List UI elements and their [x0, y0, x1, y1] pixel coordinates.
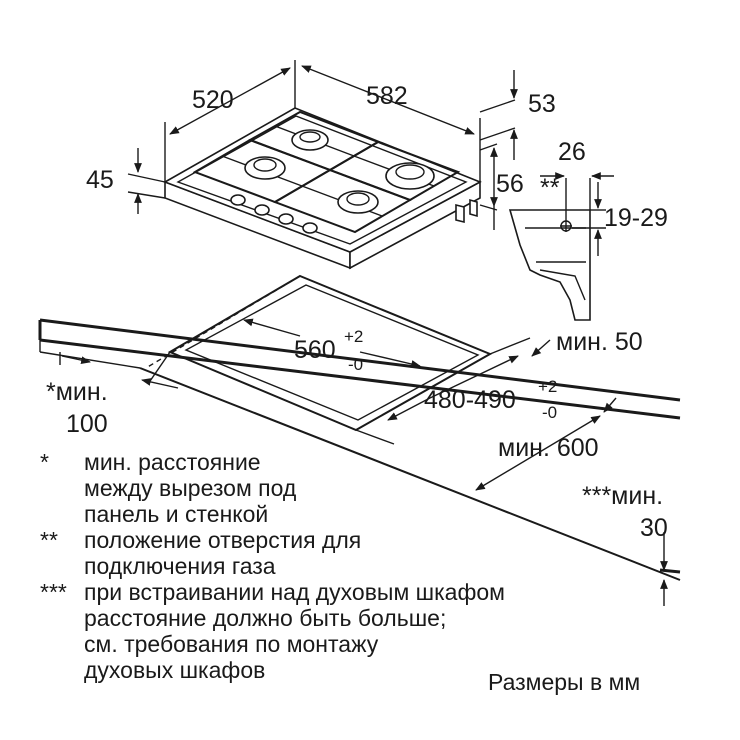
dim-min-100-line2: 100 [66, 410, 108, 438]
dim-min-30-line1: ***мин. [582, 482, 663, 510]
note-1-line-1: мин. расстояние [84, 449, 261, 475]
note-3-mark: *** [40, 579, 67, 605]
cutout-dimension-lines [59, 318, 668, 606]
note-3-line-3: см. требования по монтажу [84, 631, 379, 657]
hob-dimension-lines [127, 60, 518, 230]
dim-height-45: 45 [86, 166, 114, 194]
burner-back-right [385, 162, 435, 190]
burner-back-left [291, 129, 329, 151]
dim-gas-range: 19-29 [604, 204, 668, 232]
dim-depth-53: 53 [528, 90, 556, 118]
dim-width-520: 520 [192, 86, 234, 114]
gas-hob [163, 107, 482, 270]
dim-cutout-depth-tol-minus: -0 [542, 403, 557, 422]
note-3-line-2: расстояние должно быть больше; [84, 605, 446, 631]
dim-cutout-width-value: 560 [294, 336, 336, 364]
dim-width-582: 582 [366, 82, 408, 110]
units-label: Размеры в мм [488, 669, 640, 695]
dim-min-600: мин. 600 [498, 434, 599, 462]
dim-min-100-line1: *мин. [46, 378, 108, 406]
note-1-mark: * [40, 449, 49, 475]
dim-cutout-width-tol-minus: -0 [348, 355, 363, 374]
note-1-line-3: панель и стенкой [84, 501, 268, 527]
note-1-line-2: между вырезом под [84, 475, 297, 501]
dim-cutout-width: 560 +2 -0 [294, 327, 363, 374]
dim-gas-56: 56 [496, 170, 524, 198]
dim-gas-marker: ** [540, 174, 560, 202]
note-2-mark: ** [40, 527, 58, 553]
note-2-line-1: положение отверстия для [84, 527, 361, 553]
burner-front-right [337, 190, 379, 214]
dim-min-30-line2: 30 [640, 514, 668, 542]
dim-cutout-depth: 480-490 +2 -0 [424, 377, 557, 422]
note-3-line-4: духовых шкафов [84, 657, 265, 683]
dim-gas-26: 26 [558, 138, 586, 166]
footnotes: * мин. расстояние между вырезом под пане… [40, 449, 505, 683]
control-knobs [230, 194, 318, 234]
dim-cutout-width-tol-plus: +2 [344, 327, 363, 346]
note-3-line-1: при встраивании над духовым шкафом [84, 579, 505, 605]
gas-connector-detail [508, 172, 614, 321]
dim-cutout-depth-tol-plus: +2 [538, 377, 557, 396]
dim-min-50: мин. 50 [556, 328, 643, 356]
dim-cutout-depth-value: 480-490 [424, 386, 516, 414]
note-2-line-2: подключения газа [84, 553, 276, 579]
burner-front-left [244, 156, 286, 180]
